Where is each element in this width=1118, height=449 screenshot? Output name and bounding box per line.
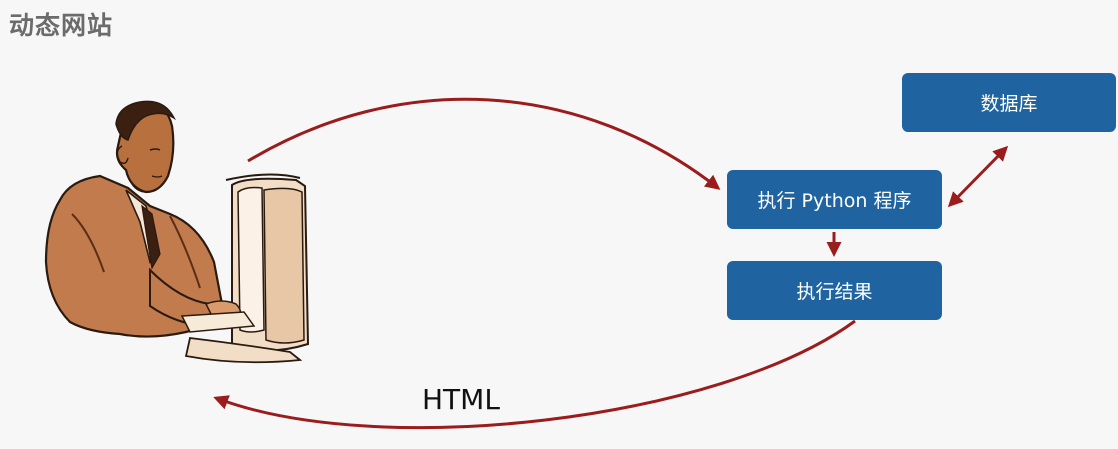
database-node: 数据库 — [902, 73, 1116, 132]
request-arrow — [247, 97, 721, 190]
slide-title: 动态网站 — [9, 11, 114, 40]
database-arrow — [947, 145, 1009, 208]
computer-monitor-icon — [184, 173, 310, 364]
person-figure — [44, 100, 256, 338]
run-python-node: 执行 Python 程序 — [727, 170, 942, 229]
run-result-node: 执行结果 — [727, 261, 942, 320]
response-arrow — [213, 319, 856, 430]
html-edge-label: HTML — [422, 383, 500, 416]
user-at-computer-illustration — [44, 100, 310, 364]
